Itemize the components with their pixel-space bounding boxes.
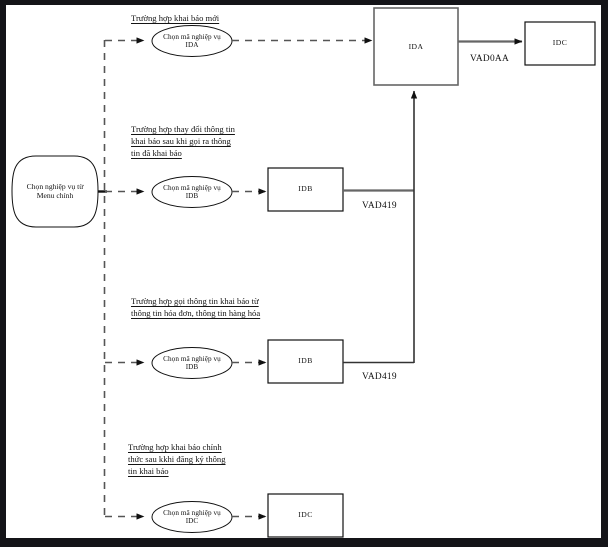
select-idb-1-shape[interactable] xyxy=(151,176,233,208)
box-ida-shape[interactable] xyxy=(373,7,459,86)
diagram-vector-layer xyxy=(11,7,596,538)
case-label-official-declaration: Trường hợp khai báo chính thức sau kkhi … xyxy=(128,442,226,477)
box-idb-2-shape[interactable] xyxy=(267,339,344,384)
select-idb-2-shape[interactable] xyxy=(151,347,233,379)
case-label-new-declaration: Trường hợp khai báo mới xyxy=(131,13,220,23)
select-ida-shape[interactable] xyxy=(151,25,233,57)
edge-label-vad419-row3: VAD419 xyxy=(362,372,397,382)
box-idc-bottom-shape[interactable] xyxy=(267,493,344,538)
case-label-change-declaration: Trường hợp thay đổi thông tin khai báo s… xyxy=(131,124,235,159)
edge-label-vad419-row2: VAD419 xyxy=(362,201,397,211)
select-idc-shape[interactable] xyxy=(151,501,233,533)
start-node-shape[interactable] xyxy=(11,155,99,228)
box-idc-top-shape[interactable] xyxy=(524,21,596,66)
edge-label-vad0aa: VAD0AA xyxy=(470,54,510,64)
case-label-call-declaration: Trường hợp gọi thông tin khai báo từ thô… xyxy=(131,296,261,319)
box-idb-1-shape[interactable] xyxy=(267,167,344,212)
diagram-canvas: Chọn nghiệp vụ từ Menu chính Trường hợp … xyxy=(6,5,601,538)
